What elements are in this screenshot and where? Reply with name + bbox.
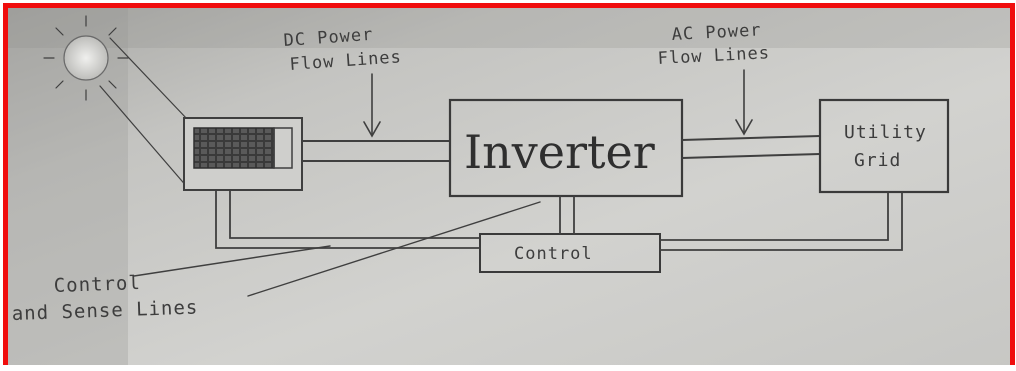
dc-arrow (363, 73, 381, 138)
inverter-label: Inverter (464, 125, 655, 179)
solar-panel-icon (183, 117, 303, 191)
red-frame: DC Power Flow Lines Inverter AC Power Fl… (3, 3, 1015, 365)
panel-sense-lines (215, 189, 481, 249)
utility-grid-label-line1: Utility (844, 122, 927, 143)
inverter-control-lines (559, 195, 575, 235)
dc-power-lines (301, 140, 451, 162)
ac-power-label-line1: AC Power (671, 20, 762, 45)
sense-label-pointers (133, 201, 541, 297)
control-sense-label-line1: Control (53, 272, 141, 297)
utility-grid-box (818, 98, 950, 194)
sun-icon (43, 15, 129, 101)
ac-power-lines (681, 135, 821, 159)
inverter-box (448, 98, 684, 198)
hand-drawn-diagram-photo: DC Power Flow Lines Inverter AC Power Fl… (8, 8, 1010, 365)
ac-arrow (735, 69, 753, 136)
paper-background (8, 8, 1010, 365)
control-box (479, 233, 661, 273)
sun-ray-lines (99, 37, 189, 189)
control-label: Control (514, 244, 593, 264)
utility-grid-label-line2: Grid (854, 150, 901, 171)
grid-sense-lines (659, 191, 903, 251)
